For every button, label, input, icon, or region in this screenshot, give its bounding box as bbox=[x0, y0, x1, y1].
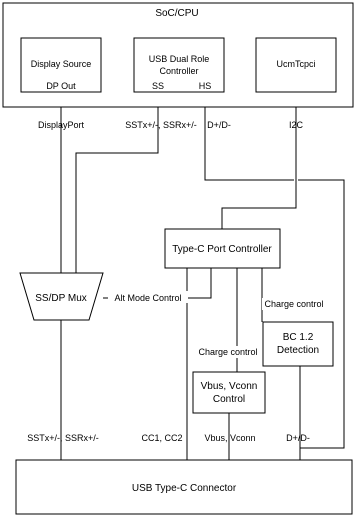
usb-drc-label-line2: Controller bbox=[159, 66, 198, 76]
typec-port-controller-label: Type-C Port Controller bbox=[172, 244, 272, 255]
dp-out-port-label: DP Out bbox=[46, 81, 76, 91]
sstx-bottom-signal-label: SSTx+/-, SSRx+/- bbox=[27, 433, 99, 443]
usb-typec-connector-label: USB Type-C Connector bbox=[132, 483, 237, 494]
vbus-vconn-signal-label: Vbus, Vconn bbox=[204, 433, 255, 443]
sstx-top-signal-label: SSTx+/-, SSRx+/- bbox=[125, 120, 197, 130]
i2c-wire bbox=[221, 107, 297, 229]
ss-dp-mux-label: SS/DP Mux bbox=[35, 293, 87, 304]
bc12-label-line2: Detection bbox=[277, 345, 319, 356]
usb-dual-role-controller-box bbox=[133, 37, 225, 93]
dplus-bottom-signal-label: D+/D- bbox=[286, 433, 310, 443]
ucmtcpci-label: UcmTcpci bbox=[276, 59, 315, 69]
cc-signal-label: CC1, CC2 bbox=[141, 433, 182, 443]
charge-control-mid-label: Charge control bbox=[198, 347, 257, 357]
soc-cpu-label: SoC/CPU bbox=[155, 8, 198, 19]
vbus-control-label-line2: Control bbox=[213, 394, 245, 405]
bc12-label-line1: BC 1.2 bbox=[283, 332, 314, 343]
vbus-vconn-control-box bbox=[192, 371, 266, 414]
alt-mode-label-bg bbox=[108, 291, 188, 303]
ss-dp-mux bbox=[19, 272, 104, 321]
typec-port-controller-box bbox=[164, 228, 281, 269]
display-source-label: Display Source bbox=[31, 59, 92, 69]
dplus-top-signal-label: D+/D- bbox=[207, 120, 231, 130]
usb-drc-label-line1: USB Dual Role bbox=[149, 54, 210, 64]
alt-mode-signal-label: Alt Mode Control bbox=[114, 293, 181, 303]
charge-right-label-bg bbox=[262, 298, 326, 310]
ss-wire bbox=[75, 107, 159, 273]
i2c-signal-label: I2C bbox=[289, 120, 304, 130]
display-source-box bbox=[20, 37, 102, 93]
displayport-signal-label: DisplayPort bbox=[38, 120, 85, 130]
charge-control-right-label: Charge control bbox=[264, 299, 323, 309]
ss-port-label: SS bbox=[152, 81, 164, 91]
usb-typec-connector-box bbox=[15, 459, 353, 515]
vbus-control-label-line1: Vbus, Vconn bbox=[201, 381, 258, 392]
charge-mid-label-bg bbox=[196, 346, 260, 358]
hs-port-label: HS bbox=[199, 81, 212, 91]
ucmtcpci-box bbox=[255, 37, 337, 93]
bc12-detection-box bbox=[262, 321, 334, 367]
